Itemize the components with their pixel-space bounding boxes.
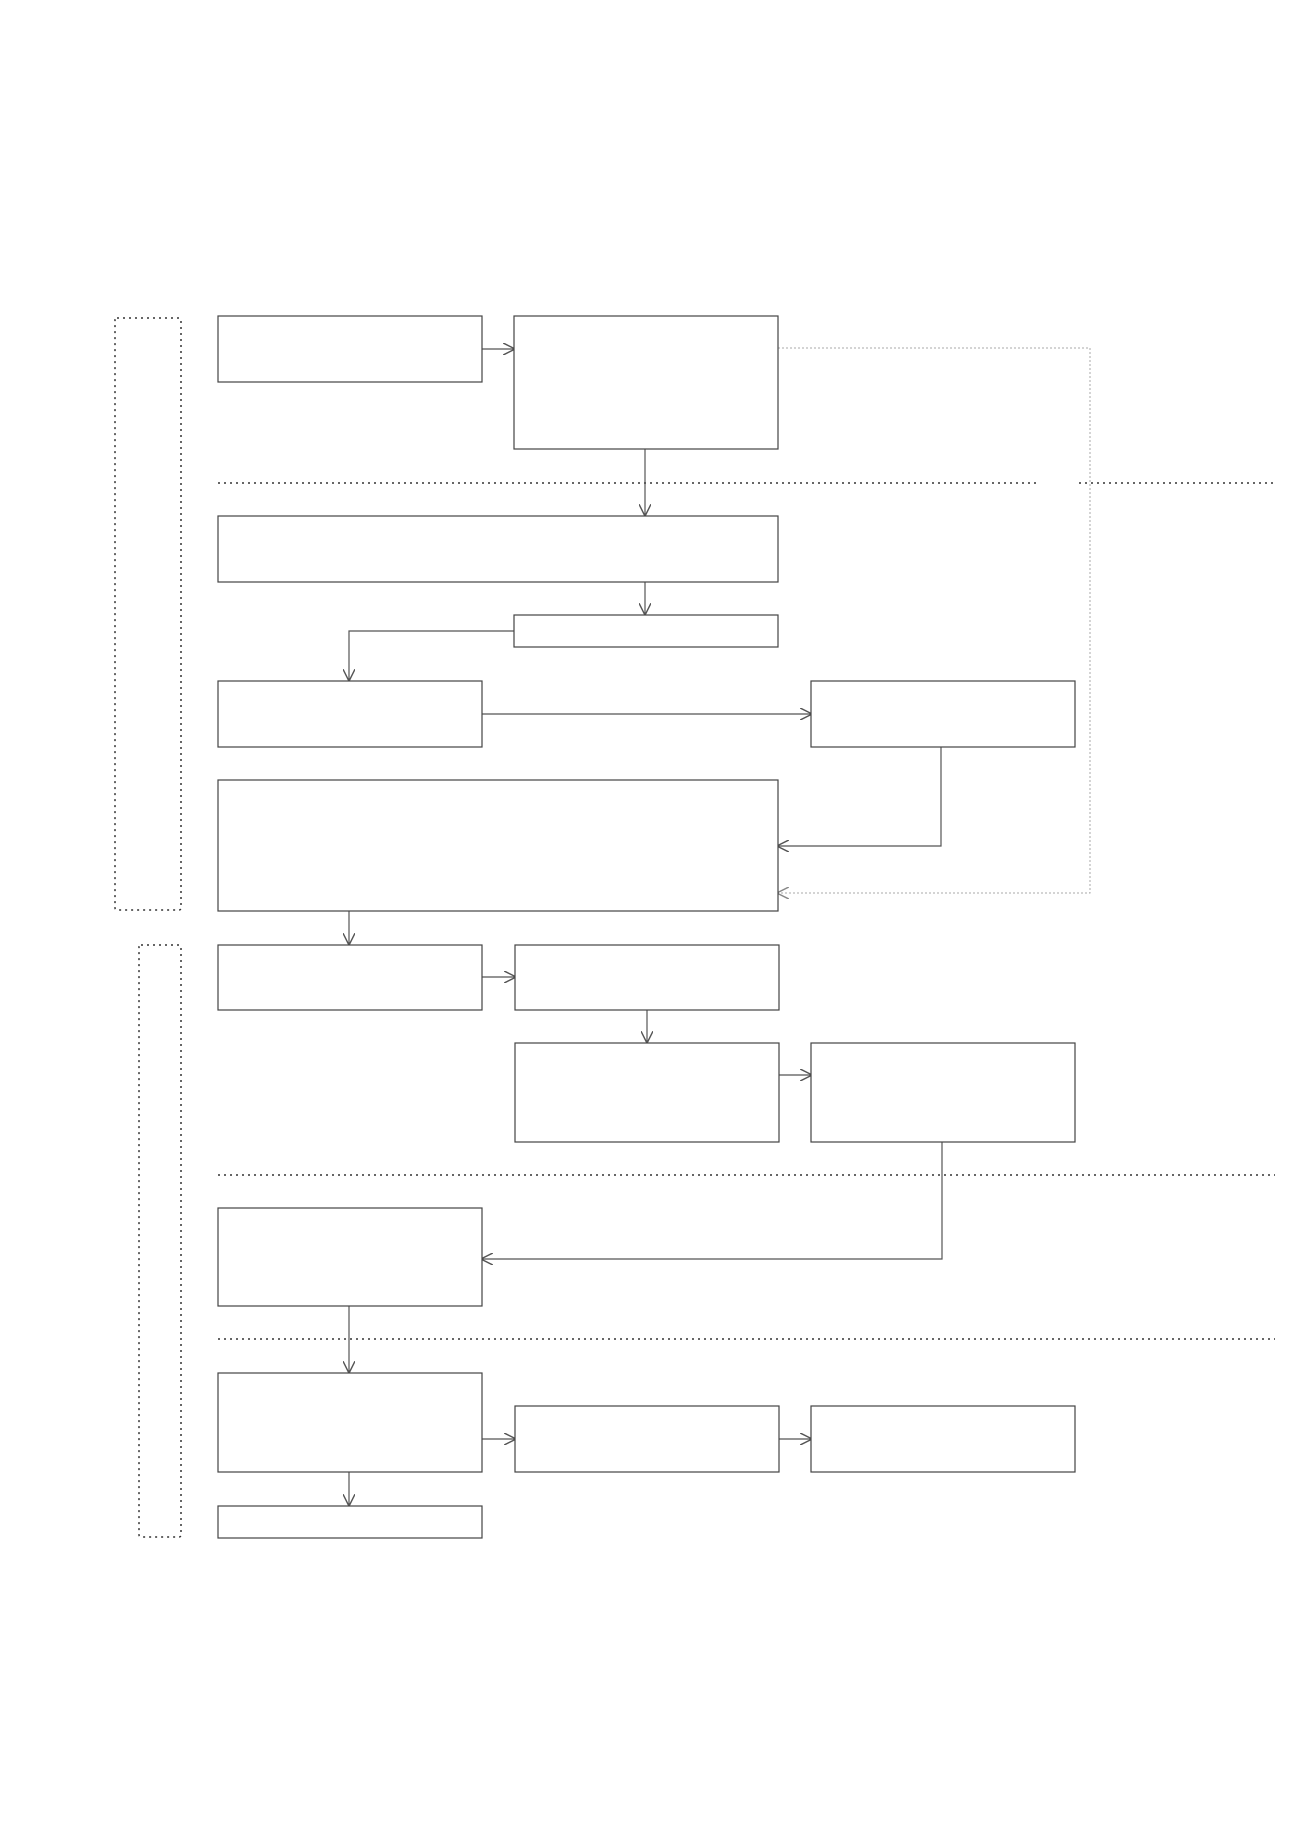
box-b6: [810, 680, 1076, 748]
connector-b6-b7: [778, 747, 942, 846]
group-lower-bracket: [138, 944, 182, 1538]
box-b10: [514, 1042, 780, 1143]
box-b8: [217, 944, 483, 1011]
box-b4: [513, 614, 779, 648]
box-b13: [217, 1372, 483, 1473]
box-b9: [514, 944, 780, 1011]
connector-b4-b5: [349, 630, 514, 680]
box-b15: [810, 1405, 1076, 1473]
group-upper-bracket: [114, 317, 182, 911]
boxes: [217, 315, 1076, 1539]
box-b12: [217, 1207, 483, 1307]
box-b7: [217, 779, 779, 912]
feedback-connector: [778, 347, 1091, 893]
box-b1: [217, 315, 483, 383]
connector-b11-b12: [482, 1142, 943, 1259]
box-b14: [514, 1405, 780, 1473]
box-b3: [217, 515, 779, 583]
box-b16: [217, 1505, 483, 1539]
box-b11: [810, 1042, 1076, 1143]
connectors: [349, 349, 943, 1505]
box-b5: [217, 680, 483, 748]
box-b2: [513, 315, 779, 450]
